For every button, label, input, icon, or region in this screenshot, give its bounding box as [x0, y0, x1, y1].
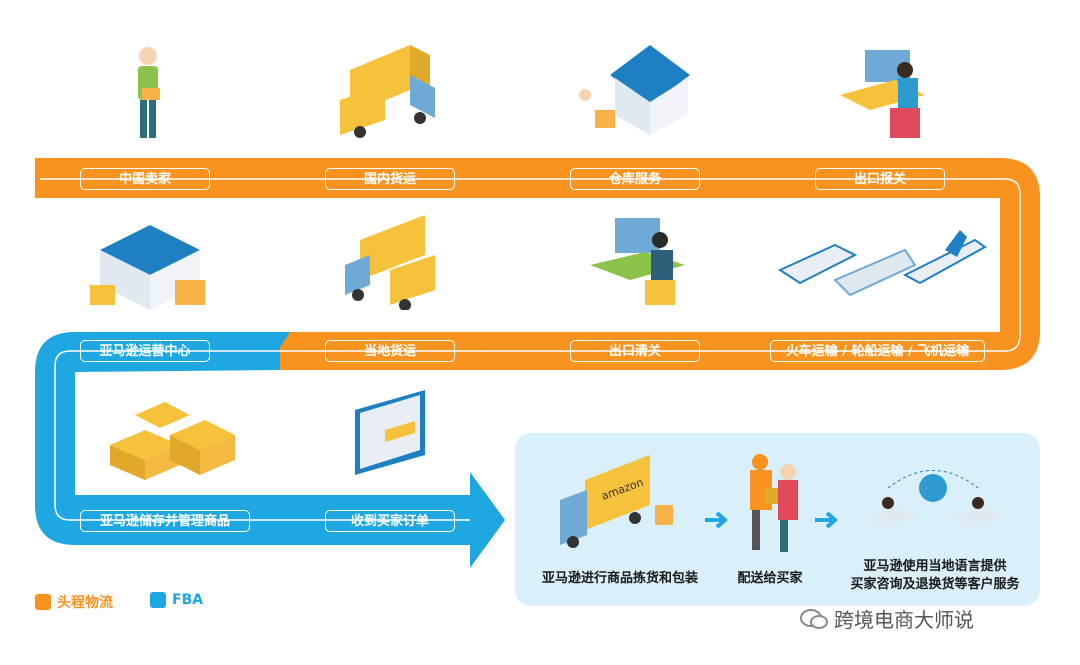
train-ship-plane-icon — [777, 230, 987, 297]
local-truck-icon — [345, 215, 435, 310]
step-label-export-clearance: 出口清关 — [570, 340, 700, 362]
legend-swatch-blue — [150, 592, 166, 608]
step-label-store-manage: 亚马逊储存并管理商品 — [80, 510, 250, 532]
global-service-icon — [868, 470, 1003, 528]
fba-step-deliver: 配送给买家 — [737, 571, 803, 586]
step-label-amazon-fc: 亚马逊运营中心 — [80, 340, 210, 362]
seller-person-icon — [138, 47, 160, 138]
wechat-icon — [800, 608, 828, 629]
step-label-chinese-seller: 中国卖家 — [80, 168, 210, 190]
legend-item-fba: FBA — [150, 592, 203, 608]
warehouse-icon — [579, 45, 690, 135]
blue-flow-band — [35, 332, 505, 568]
step-label-warehouse-service: 仓库服务 — [570, 168, 700, 190]
fba-step-customer-service: 亚马逊使用当地语言提供 买家咨询及退换货等客户服务 — [830, 558, 1040, 594]
delivery-handover-icon — [750, 454, 798, 552]
fulfillment-center-icon — [90, 225, 205, 310]
step-label-receive-order: 收到买家订单 — [325, 510, 455, 532]
fba-step-customer-service-line2: 买家咨询及退换货等客户服务 — [850, 577, 1020, 592]
step-label-domestic-freight: 国内货运 — [325, 168, 455, 190]
legend-label-fba: FBA — [172, 592, 204, 608]
watermark: 跨境电商大师说 — [800, 604, 974, 633]
watermark-text: 跨境电商大师说 — [834, 608, 974, 632]
arrow-right-icon — [705, 511, 729, 529]
step-label-transport-modes: 火车运输 / 轮船运输 / 飞机运输 — [770, 340, 985, 362]
fba-step-pick-pack: 亚马逊进行商品拣货和包装 — [541, 571, 698, 586]
monitor-order-icon — [355, 390, 425, 475]
flow-guide-line — [40, 178, 1021, 521]
domestic-truck-icon — [340, 45, 435, 138]
clearance-desk-icon — [590, 218, 685, 305]
packages-icon — [110, 402, 235, 480]
fba-step-customer-service-line1: 亚马逊使用当地语言提供 — [863, 559, 1007, 574]
legend-swatch-orange — [35, 594, 51, 610]
legend-item-first-leg: 头程物流 — [35, 592, 113, 612]
step-label-export-declaration: 出口报关 — [815, 168, 945, 190]
amazon-truck-icon: amazon — [560, 455, 673, 548]
step-label-local-freight: 当地货运 — [325, 340, 455, 362]
arrow-right-icon — [815, 511, 839, 529]
legend-label-first-leg: 头程物流 — [57, 595, 113, 611]
customs-desk-icon — [840, 50, 925, 138]
